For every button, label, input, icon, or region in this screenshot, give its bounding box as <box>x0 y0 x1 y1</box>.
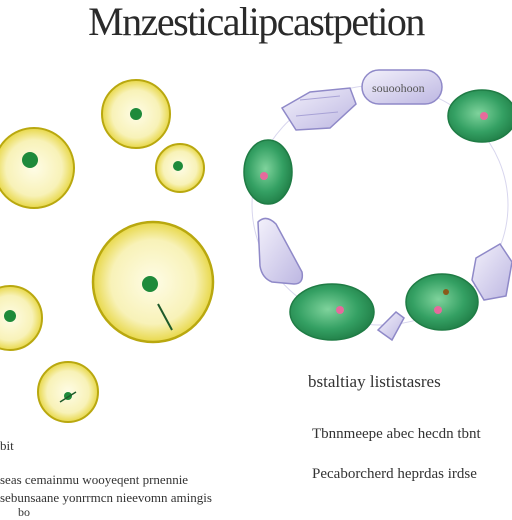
caption-left-line0: bit <box>0 438 14 453</box>
cell-icon <box>101 79 171 149</box>
chromosome-icon <box>361 69 443 105</box>
cell-cycle-ring: souoohoon <box>243 69 512 342</box>
nucleus-icon <box>22 152 38 168</box>
nucleus-icon <box>173 161 183 171</box>
chromosome-icon <box>257 217 304 285</box>
left-cell-group <box>0 79 215 423</box>
nucleus-icon <box>4 310 16 322</box>
cell-icon <box>91 220 215 344</box>
caption-right-line1: Tbnnmeepe abec hecdn tbnt <box>312 426 481 442</box>
cell-icon <box>37 361 99 423</box>
legend-label: bstaltiay lististasres <box>308 372 441 391</box>
cell-icon <box>243 139 293 205</box>
nucleus-icon <box>142 276 158 292</box>
caption-left-line1: seas cemainmu wooyeqent prnennie <box>0 472 189 487</box>
spindle-fiber <box>157 303 173 331</box>
ring-label: souoohoon <box>372 81 425 95</box>
chromosome-icon <box>471 242 512 301</box>
caption-right-line2: Pecaborcherd heprdas irdse <box>312 466 477 482</box>
caption-left-line2: sebunsaane yonrrmcn nieevomn amingis <box>0 490 212 505</box>
cell-icon <box>0 285 43 351</box>
caption-left-line3: bo <box>18 505 30 519</box>
cell-icon <box>289 283 375 341</box>
cell-icon <box>0 127 75 209</box>
chromosome-icon <box>376 311 405 342</box>
cell-icon <box>447 89 512 143</box>
chromosome-icon <box>280 87 357 131</box>
page-title: Mnzesticalipcastpetion <box>88 0 425 44</box>
nucleus-icon <box>130 108 142 120</box>
cell-icon <box>155 143 205 193</box>
cell-icon <box>405 273 479 331</box>
